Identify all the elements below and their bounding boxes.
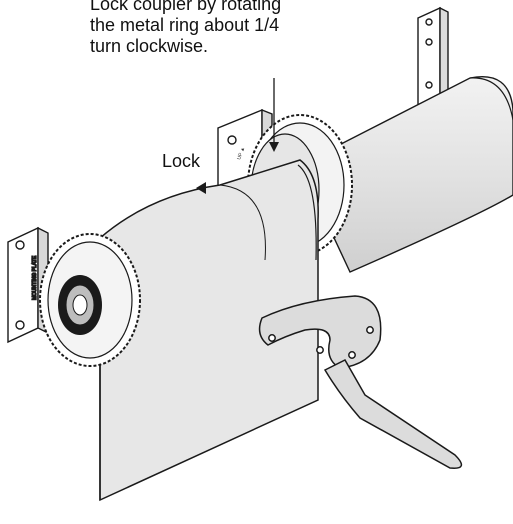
spanner-wrench: [258, 295, 463, 469]
instruction-line-2: the metal ring about 1/4: [90, 15, 280, 35]
instruction-line-3: turn clockwise.: [90, 36, 209, 56]
left-bracket: MOUNTING PLATE: [7, 226, 49, 344]
arrow-down-icon: [269, 78, 279, 152]
svg-text:UP ▲: UP ▲: [236, 146, 246, 160]
shade-fabric: [99, 159, 319, 502]
svg-text:MOUNTING PLATE: MOUNTING PLATE: [32, 255, 38, 300]
instruction-caption: Lock coupler by rotating the metal ring …: [90, 0, 390, 57]
instruction-line-1: Lock coupler by rotating: [90, 0, 282, 14]
roller-tube: [299, 76, 513, 273]
left-end-sprocket: [39, 233, 141, 367]
lock-label: Lock: [162, 151, 201, 171]
right-bracket: [417, 6, 449, 107]
arrow-left-icon: [196, 182, 206, 194]
